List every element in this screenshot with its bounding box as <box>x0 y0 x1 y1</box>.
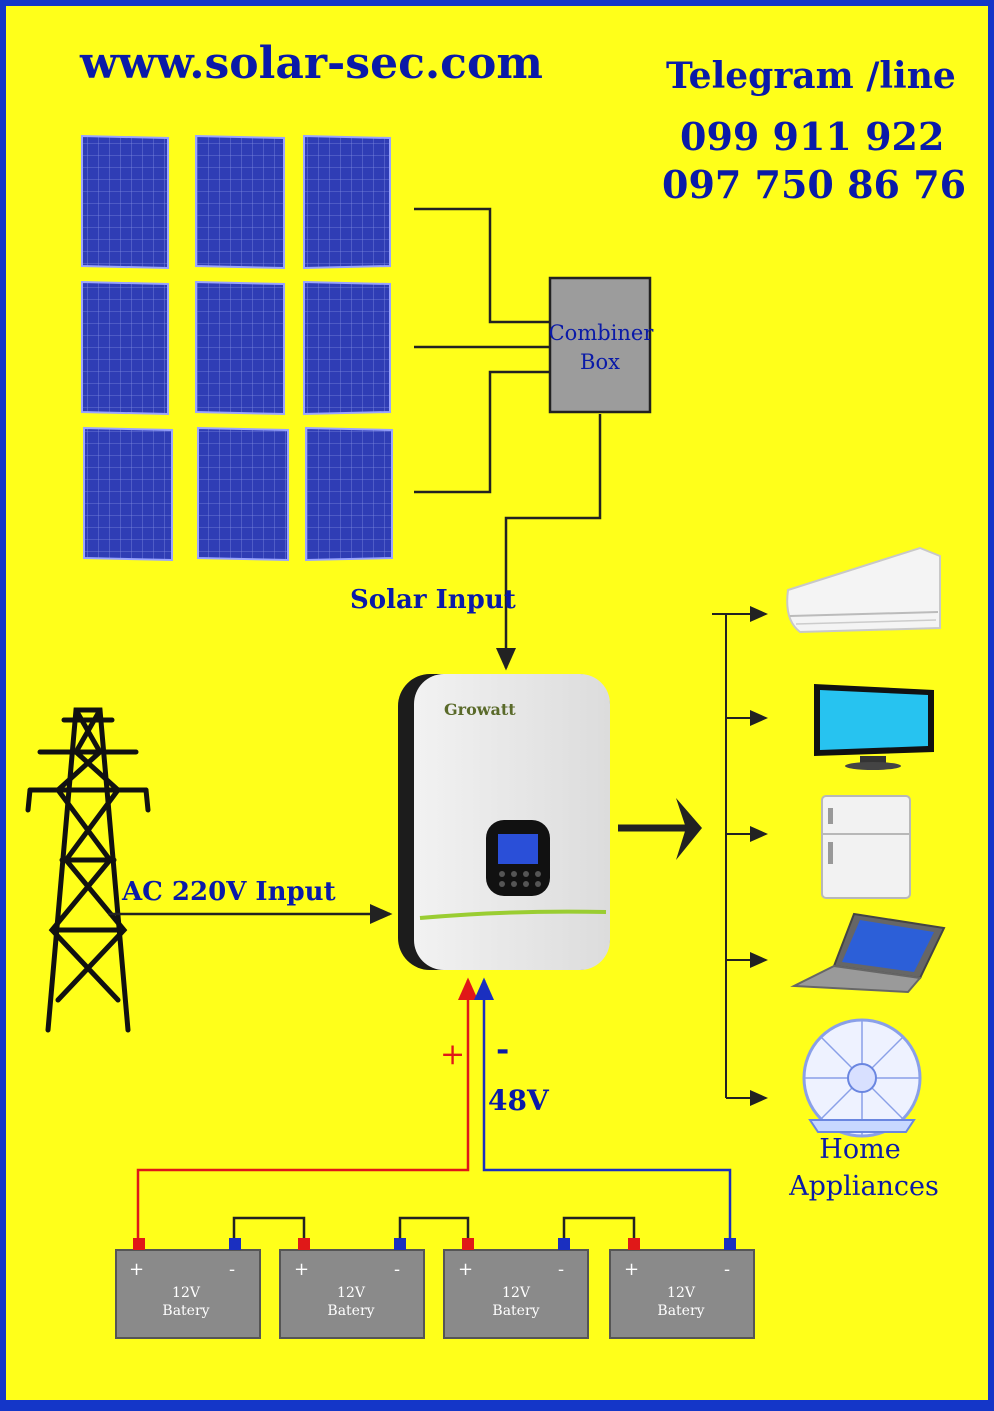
home-appliances-label-1: Home <box>819 1134 900 1165</box>
solar-panel-icon <box>83 426 173 562</box>
battery-name: Batery <box>492 1303 539 1319</box>
solar-panel-icon <box>81 134 169 270</box>
fan-icon <box>802 1018 922 1138</box>
battery-minus-terminal: - <box>724 1259 730 1280</box>
inverter-brand: Growatt <box>444 700 516 719</box>
battery-name: Batery <box>162 1303 209 1319</box>
battery-name: Batery <box>657 1303 704 1319</box>
battery-plus-terminal: + <box>624 1259 639 1280</box>
refrigerator-icon <box>821 795 911 899</box>
battery-3: + - 12V Batery <box>443 1238 589 1339</box>
battery-voltage: 12V <box>502 1285 531 1301</box>
air-conditioner-icon <box>786 546 941 634</box>
inverter: Growatt <box>398 674 610 970</box>
panel-wires <box>414 207 550 494</box>
battery-4: + - 12V Batery <box>609 1238 755 1339</box>
solar-panel-icon <box>303 280 391 416</box>
appliance-bus <box>712 606 768 1106</box>
battery-minus-terminal: - <box>229 1259 235 1280</box>
combiner-box <box>548 276 652 414</box>
solar-panel-icon <box>195 134 285 270</box>
battery-name: Batery <box>327 1303 374 1319</box>
battery-plus-terminal: + <box>458 1259 473 1280</box>
battery-series-links <box>232 1216 636 1238</box>
solar-input-wire <box>496 414 602 671</box>
battery-1: + - 12V Batery <box>115 1238 261 1339</box>
solar-panel-icon <box>305 426 393 562</box>
phone-1: 099 911 922 <box>680 114 944 159</box>
power-tower-icon <box>25 707 151 1033</box>
solar-panel-array <box>81 134 393 562</box>
plus-label: + <box>440 1037 465 1072</box>
website-text: www.solar-sec.com <box>79 38 543 89</box>
contact-label: Telegram /line <box>666 55 956 97</box>
home-appliances-label-2: Appliances <box>788 1171 939 1202</box>
solar-panel-icon <box>195 280 285 416</box>
battery-plus-terminal: + <box>294 1259 309 1280</box>
battery-2: + - 12V Batery <box>279 1238 425 1339</box>
phone-2: 097 750 86 76 <box>662 162 966 207</box>
solar-panel-icon <box>303 134 391 270</box>
battery-voltage: 12V <box>667 1285 696 1301</box>
battery-voltage: 12V <box>172 1285 201 1301</box>
ac-input-label: AC 220V Input <box>121 877 336 907</box>
solar-input-label: Solar Input <box>350 585 516 615</box>
combiner-label-2: Box <box>580 350 620 374</box>
output-arrow-icon <box>618 798 702 860</box>
battery-bank: + - 12V Batery + - 12V Batery + - 12V Ba… <box>115 1238 755 1339</box>
battery-plus-terminal: + <box>129 1259 144 1280</box>
battery-voltage: 12V <box>337 1285 366 1301</box>
negative-wire <box>474 977 732 1238</box>
tv-icon <box>814 684 934 770</box>
combiner-label-1: Combiner <box>549 321 655 345</box>
positive-wire <box>136 977 478 1238</box>
minus-label: - <box>496 1030 509 1068</box>
laptop-icon <box>790 912 946 994</box>
solar-panel-icon <box>197 426 289 562</box>
solar-panel-icon <box>81 280 169 416</box>
voltage-label: 48V <box>488 1084 550 1117</box>
battery-minus-terminal: - <box>558 1259 564 1280</box>
battery-minus-terminal: - <box>394 1259 400 1280</box>
